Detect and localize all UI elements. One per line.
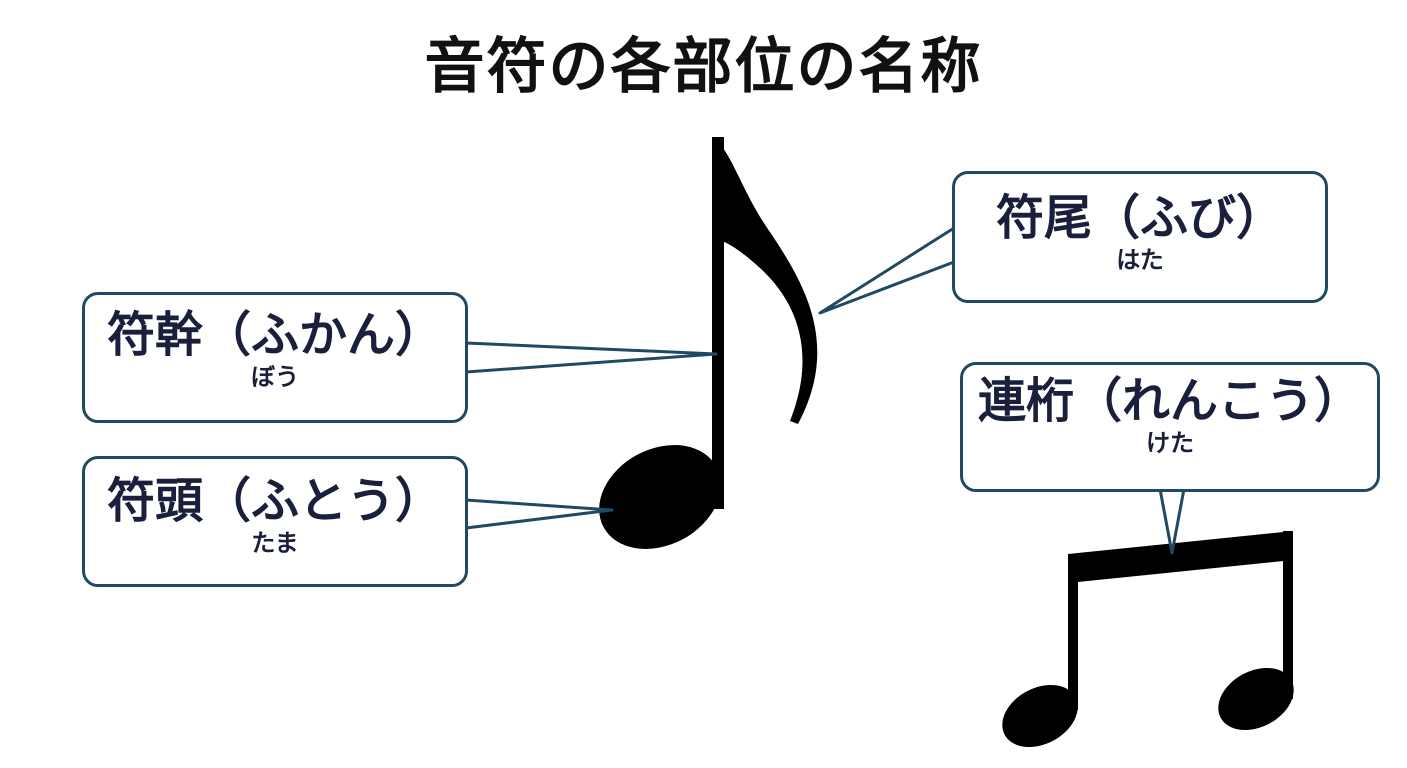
note-flag [712,137,818,424]
label-head: 符頭（ふとう） [106,473,443,529]
label-beam: 連桁（れんこう） [977,373,1362,429]
pointer-stem [464,341,718,374]
note-head [599,445,721,549]
label-flag: 符尾（ふび） [995,190,1284,246]
callout-head: 符頭（ふとう） たま [82,456,468,587]
eighth-note [599,137,818,549]
page-title: 音符の各部位の名称 [424,32,983,102]
beamed-head-right [1218,667,1294,731]
pointer-flag [818,226,956,315]
beamed-stem-right [1283,531,1293,699]
callout-beam: 連桁（れんこう） けた [960,362,1380,492]
beamed-head-left [1002,684,1078,748]
beamed-stem-left [1068,554,1078,710]
callout-flag: 符尾（ふび） はた [952,171,1328,303]
beam [1068,531,1293,583]
label-stem-reading: ぼう [251,363,299,391]
callout-stem: 符幹（ふかん） ぼう [82,292,468,423]
label-stem: 符幹（ふかん） [106,307,443,363]
label-beam-reading: けた [1146,429,1194,457]
label-head-reading: たま [251,529,299,557]
label-flag-reading: はた [1116,246,1164,274]
pointer-head [464,498,614,530]
beamed-notes [1002,531,1294,748]
